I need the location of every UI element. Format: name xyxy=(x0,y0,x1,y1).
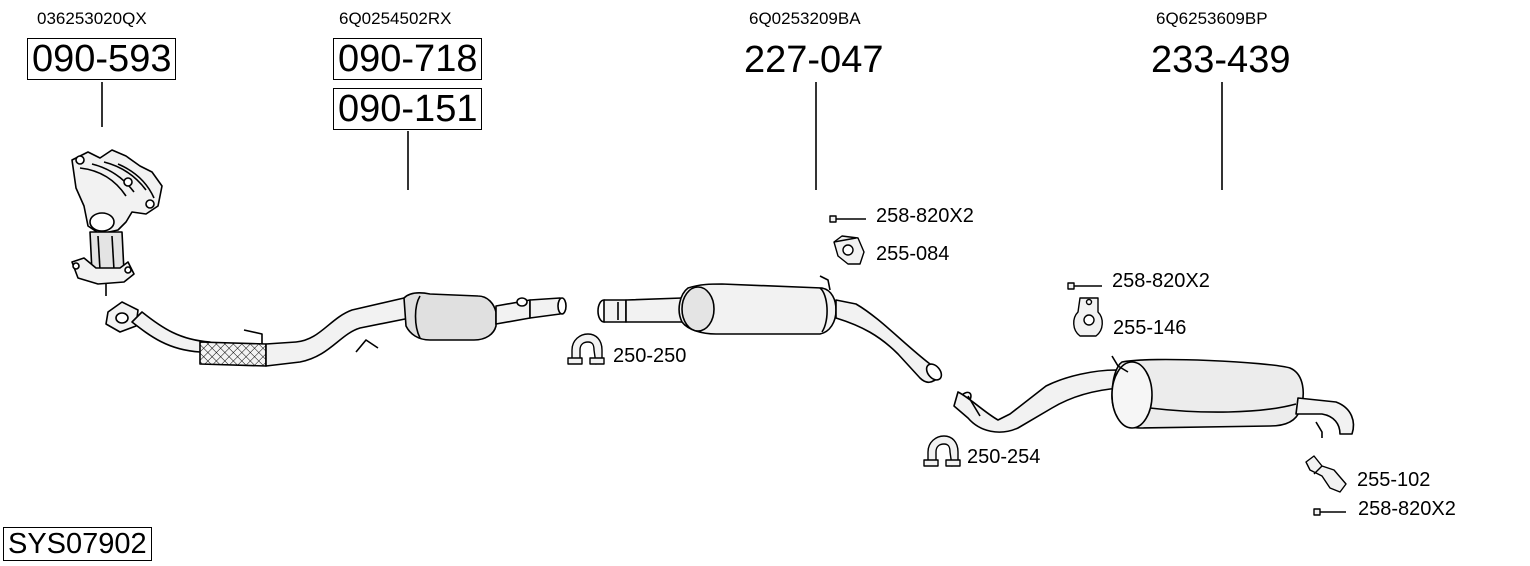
middle-silencer-icon xyxy=(597,275,943,384)
oem-number-manifold: 036253020QX xyxy=(37,9,147,28)
rubber-hanger-icon xyxy=(833,235,865,265)
bolt-icon xyxy=(829,215,866,223)
part-number-front-pipe[interactable]: 090-718 xyxy=(333,38,483,80)
leader-lines xyxy=(101,82,1223,190)
part-number-rear-silencer[interactable]: 233-439 xyxy=(1151,39,1291,81)
accessory-label-clamp[interactable]: 250-250 xyxy=(613,345,687,367)
accessory-label-bolt[interactable]: 258-820X2 xyxy=(876,205,974,227)
exhaust-manifold-icon xyxy=(71,149,163,296)
bolt-icon xyxy=(1067,282,1102,290)
mounting-bracket-icon xyxy=(1305,455,1347,493)
rear-silencer-icon xyxy=(953,355,1355,438)
oem-number-middle-silencer: 6Q0253209BA xyxy=(749,9,861,28)
accessory-label-hanger[interactable]: 255-084 xyxy=(876,243,950,265)
part-number-front-pipe-alt[interactable]: 090-151 xyxy=(333,88,483,130)
accessory-label-hanger[interactable]: 255-146 xyxy=(1113,317,1187,339)
system-code: SYS07902 xyxy=(3,527,152,561)
pipe-clamp-icon xyxy=(923,435,961,467)
accessory-label-clamp[interactable]: 250-254 xyxy=(967,446,1041,468)
bolt-icon xyxy=(1313,508,1346,516)
part-number-manifold[interactable]: 090-593 xyxy=(27,38,177,80)
front-pipe-icon xyxy=(105,292,567,367)
accessory-label-bolt[interactable]: 258-820X2 xyxy=(1112,270,1210,292)
oem-number-rear-silencer: 6Q6253609BP xyxy=(1156,9,1268,28)
accessory-label-bolt[interactable]: 258-820X2 xyxy=(1358,498,1456,520)
pipe-clamp-icon xyxy=(567,333,605,365)
rubber-hanger-icon xyxy=(1073,297,1103,337)
accessory-label-bracket[interactable]: 255-102 xyxy=(1357,469,1431,491)
oem-number-front-pipe: 6Q0254502RX xyxy=(339,9,452,28)
part-number-middle-silencer[interactable]: 227-047 xyxy=(744,39,884,81)
